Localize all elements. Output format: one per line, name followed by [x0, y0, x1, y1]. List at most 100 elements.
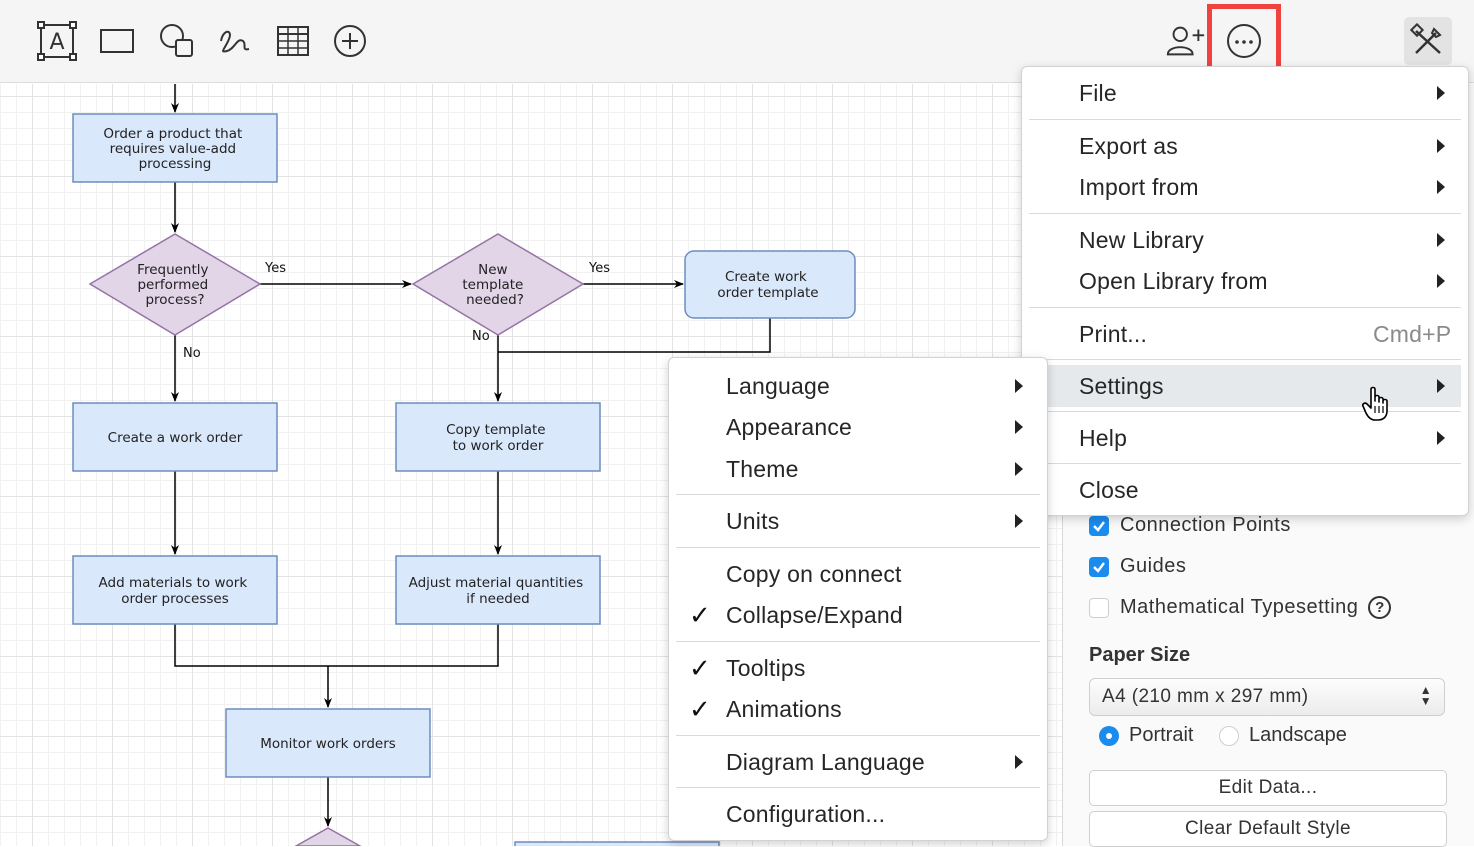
flowchart: Order a product that requires value-add …	[72, 84, 856, 846]
rectangle-icon[interactable]	[96, 20, 138, 62]
menu-item-label: Help	[1079, 424, 1128, 451]
menu-separator	[676, 787, 1040, 788]
clear-default-style-button[interactable]: Clear Default Style	[1089, 811, 1447, 847]
node-monitor[interactable]	[225, 708, 431, 778]
edit-data-button[interactable]: Edit Data...	[1089, 770, 1447, 806]
node-add-materials[interactable]	[72, 555, 278, 625]
more-icon[interactable]	[1223, 20, 1265, 62]
node-new-template[interactable]	[411, 233, 585, 336]
paper-size-heading: Paper Size	[1089, 644, 1191, 666]
node-frequently[interactable]	[88, 233, 262, 336]
help-icon[interactable]: ?	[1368, 596, 1392, 619]
chevron-right-icon	[1437, 274, 1445, 288]
menu-item-label: Settings	[1079, 372, 1164, 399]
menu-separator	[1029, 411, 1461, 412]
menu-item-import-from[interactable]: Import from	[1022, 166, 1468, 208]
edge-label-yes: Yes	[264, 261, 286, 276]
menu-item-animations[interactable]: ✓ Animations	[669, 688, 1047, 730]
label-adjust-materials: Adjust material quantities if needed	[409, 575, 588, 607]
checkbox-unchecked-icon[interactable]	[1089, 597, 1109, 618]
format-panel-icon[interactable]	[1404, 17, 1452, 65]
edge-label-no: No	[183, 346, 201, 361]
chevron-right-icon	[1015, 514, 1023, 528]
edge-label-no: No	[472, 329, 490, 344]
menu-item-export-as[interactable]: Export as	[1022, 125, 1468, 167]
menu-item-tooltips[interactable]: ✓ Tooltips	[669, 647, 1047, 689]
menu-item-label: Language	[726, 372, 830, 399]
menu-item-label: Animations	[726, 695, 842, 722]
hand-cursor-icon	[1362, 386, 1388, 421]
node-partial-bottom[interactable]	[514, 841, 720, 846]
chevron-right-icon	[1015, 462, 1023, 476]
label-create-template: Create work order template	[717, 269, 818, 301]
add-user-icon[interactable]	[1164, 20, 1206, 62]
menu-item-close[interactable]: Close	[1022, 469, 1468, 511]
menu-item-settings[interactable]: Settings	[1029, 365, 1461, 407]
menu-item-language[interactable]: Language	[669, 365, 1047, 407]
menu-separator	[1029, 307, 1461, 308]
select-arrows-icon: ▲▼	[1419, 683, 1432, 708]
paper-size-select[interactable]: A4 (210 mm x 297 mm) ▲▼	[1089, 678, 1445, 716]
portrait-option[interactable]: Portrait	[1099, 724, 1193, 747]
radio-unselected-icon[interactable]	[1219, 725, 1239, 746]
node-copy-template[interactable]	[395, 402, 601, 472]
label-frequently: Frequently performed process?	[137, 262, 213, 308]
menu-item-diagram-language[interactable]: Diagram Language	[669, 741, 1047, 783]
shapes-icon[interactable]	[156, 20, 198, 62]
node-adjust-materials[interactable]	[395, 555, 601, 625]
edge-create-copy	[498, 318, 771, 353]
menu-item-print[interactable]: Print... Cmd+P	[1022, 313, 1468, 355]
guides-label: Guides	[1120, 555, 1187, 577]
menu-item-file[interactable]: File	[1022, 72, 1468, 114]
chevron-right-icon	[1437, 180, 1445, 194]
landscape-label: Landscape	[1249, 724, 1347, 746]
menu-separator	[1029, 463, 1461, 464]
label-new-template: New template needed?	[462, 262, 527, 308]
menu-item-appearance[interactable]: Appearance	[669, 406, 1047, 448]
toolbar: A	[0, 0, 1474, 83]
paper-size-value: A4 (210 mm x 297 mm)	[1102, 686, 1309, 707]
menu-item-copy-on-connect[interactable]: Copy on connect	[669, 553, 1047, 595]
menu-item-label: Export as	[1079, 132, 1178, 159]
checkbox-checked-icon[interactable]	[1089, 556, 1109, 577]
menu-item-units[interactable]: Units	[669, 500, 1047, 542]
node-order-product[interactable]	[72, 113, 278, 183]
chevron-right-icon	[1015, 379, 1023, 393]
menu-separator	[1029, 359, 1461, 360]
label-create-work-order: Create a work order	[108, 430, 243, 446]
connection-points-option[interactable]: Connection Points	[1089, 514, 1291, 537]
menu-separator	[676, 547, 1040, 548]
menu-item-label: Close	[1079, 476, 1139, 503]
chevron-right-icon	[1437, 431, 1445, 445]
table-icon[interactable]	[272, 20, 314, 62]
chevron-right-icon	[1015, 755, 1023, 769]
chevron-right-icon	[1437, 86, 1445, 100]
node-create-template[interactable]	[684, 250, 856, 319]
math-typesetting-option[interactable]: Mathematical Typesetting ?	[1089, 596, 1392, 619]
menu-separator	[676, 641, 1040, 642]
menu-item-theme[interactable]: Theme	[669, 448, 1047, 490]
label-order-product: Order a product that requires value-add …	[103, 126, 246, 172]
portrait-label: Portrait	[1129, 724, 1194, 746]
menu-item-help[interactable]: Help	[1022, 417, 1468, 459]
text-icon[interactable]: A	[36, 20, 78, 62]
menu-item-collapse-expand[interactable]: ✓ Collapse/Expand	[669, 594, 1047, 636]
checkmark-icon: ✓	[689, 599, 711, 630]
freehand-icon[interactable]	[214, 20, 256, 62]
guides-option[interactable]: Guides	[1089, 555, 1186, 578]
landscape-option[interactable]: Landscape	[1219, 724, 1347, 747]
radio-selected-icon[interactable]	[1099, 725, 1119, 746]
menu-separator	[1029, 119, 1461, 120]
plus-circle-icon[interactable]	[329, 20, 371, 62]
menu-item-label: Copy on connect	[726, 560, 902, 587]
menu-item-open-library-from[interactable]: Open Library from	[1022, 260, 1468, 302]
menu-item-configuration[interactable]: Configuration...	[669, 793, 1047, 835]
chevron-right-icon	[1437, 379, 1445, 393]
menu-item-new-library[interactable]: New Library	[1022, 219, 1468, 261]
menu-item-shortcut: Cmd+P	[1373, 320, 1452, 347]
edge-merge	[174, 624, 499, 667]
node-next-partial[interactable]	[294, 827, 362, 846]
node-create-work-order[interactable]	[72, 402, 278, 472]
edge-label-yes: Yes	[588, 261, 610, 276]
checkbox-checked-icon[interactable]	[1089, 515, 1109, 536]
